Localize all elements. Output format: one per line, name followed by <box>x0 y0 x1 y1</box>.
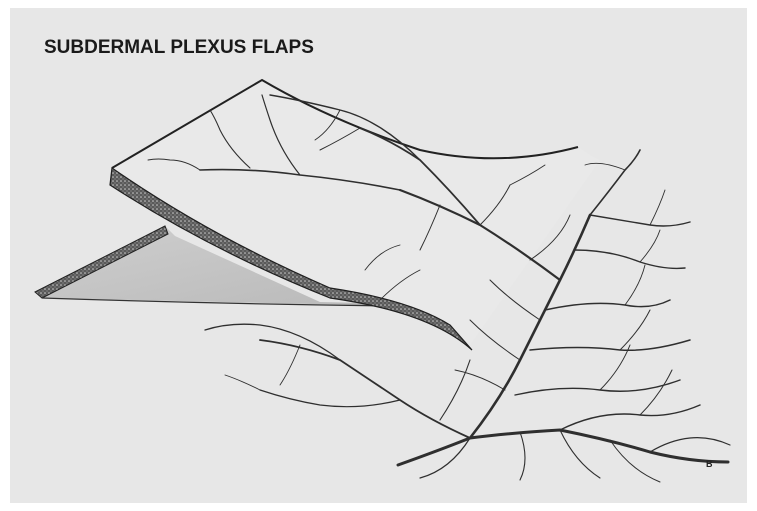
artist-signature-icon: B <box>706 459 713 469</box>
upper-flap <box>110 80 600 350</box>
